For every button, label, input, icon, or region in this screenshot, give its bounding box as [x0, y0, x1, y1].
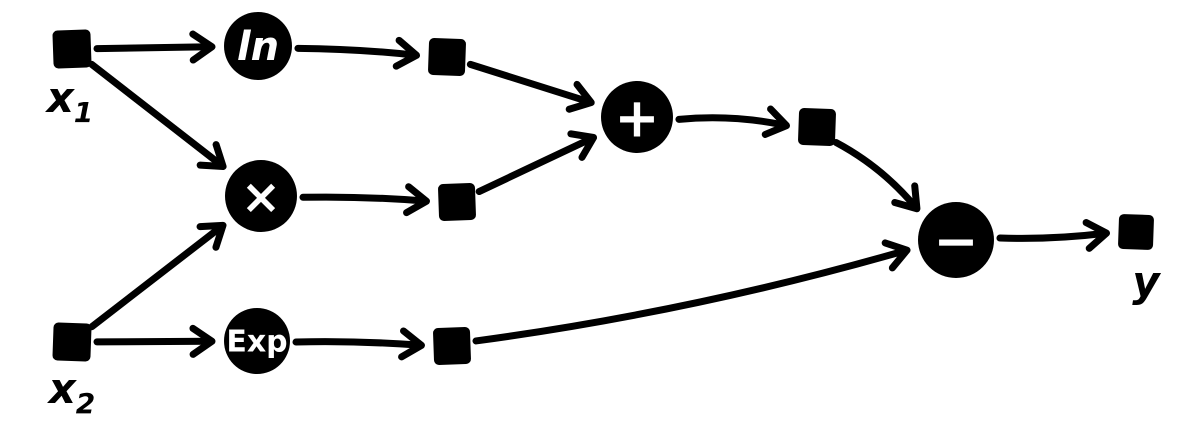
edge-x1-ln [93, 30, 216, 64]
node-minus-in-1 [798, 108, 836, 146]
node-exp: Exp [224, 308, 290, 374]
edge-mul-sum-in-2 [299, 183, 431, 217]
edge-minus-in-2-minus [472, 239, 911, 345]
io-label-x2: x2 [47, 364, 96, 420]
op-label-ln: ln [237, 24, 279, 70]
edge-minus-y [996, 219, 1111, 252]
value-square-y [1118, 214, 1154, 250]
value-square-sum-in-2 [438, 183, 476, 221]
edge-x2-mul [88, 221, 227, 331]
edge-x2-exp [93, 324, 216, 358]
op-label-plus: + [614, 87, 659, 150]
value-square-minus-in-1 [798, 108, 836, 146]
node-sum-in-2 [438, 183, 476, 221]
node-ln: ln [224, 12, 292, 80]
edge-plus-minus-in-1 [675, 105, 791, 138]
node-x1: x1 [45, 29, 94, 129]
node-minus-in-2 [433, 327, 471, 365]
value-square-x2 [52, 322, 92, 362]
op-label-mul: × [241, 169, 281, 225]
value-square-x1 [52, 29, 92, 69]
op-circle-mul [225, 160, 297, 232]
io-label-x1: x1 [45, 73, 94, 129]
value-square-minus-in-2 [433, 327, 471, 365]
edge-exp-minus-in-2 [292, 327, 426, 361]
node-mul: × [225, 160, 297, 232]
node-sum-in-1 [428, 38, 466, 76]
value-square-sum-in-1 [428, 38, 466, 76]
node-minus: − [918, 202, 994, 278]
op-circle-exp [224, 308, 290, 374]
edge-ln-sum-in-1 [294, 36, 421, 70]
op-label-exp: Exp [226, 325, 287, 360]
op-circle-minus [918, 202, 994, 278]
io-label-y: y [1132, 257, 1161, 306]
edge-minus-in-1-minus [832, 138, 921, 213]
node-y: y [1118, 214, 1161, 306]
node-plus: + [601, 81, 673, 153]
op-circle-ln [224, 12, 292, 80]
edge-sum-in-1-plus [466, 60, 595, 113]
op-label-minus: − [933, 210, 978, 273]
node-x2: x2 [47, 322, 96, 420]
edge-sum-in-2-plus [475, 130, 598, 196]
op-circle-plus [601, 81, 673, 153]
edge-x1-mul [88, 60, 227, 171]
